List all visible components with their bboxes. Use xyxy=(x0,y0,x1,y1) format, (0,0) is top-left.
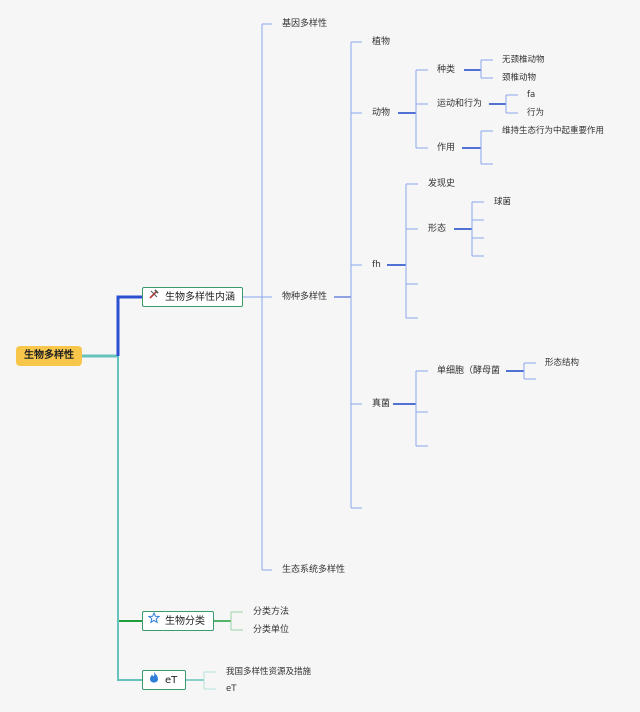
star-icon xyxy=(147,611,161,632)
node-fh[interactable]: fh xyxy=(372,260,381,270)
node-vertebrate[interactable]: 颈椎动物 xyxy=(502,73,537,83)
tools-icon xyxy=(147,288,161,308)
trunk-to-branch1 xyxy=(116,295,142,356)
node-et[interactable]: eT xyxy=(226,684,237,694)
branch-node-classification[interactable]: 生物分类 xyxy=(142,611,214,631)
branch-node-et[interactable]: eT xyxy=(142,670,186,690)
fungi-connectors xyxy=(393,362,536,447)
root-node[interactable]: 生物多样性 xyxy=(16,346,82,366)
node-coccus[interactable]: 球菌 xyxy=(494,197,512,207)
node-role[interactable]: 作用 xyxy=(437,143,456,153)
node-shape[interactable]: 形态 xyxy=(428,224,447,234)
node-history[interactable]: 发现史 xyxy=(428,179,456,189)
branch3-connectors xyxy=(186,671,216,690)
node-gene-diversity[interactable]: 基因多样性 xyxy=(282,19,328,29)
node-measures[interactable]: 我国多样性资源及措施 xyxy=(226,667,312,677)
node-kinds[interactable]: 种类 xyxy=(437,65,456,75)
node-behavior[interactable]: 行为 xyxy=(527,108,545,118)
animal-connectors xyxy=(398,59,518,165)
branch-node-connotation[interactable]: 生物多样性内涵 xyxy=(142,287,243,307)
node-animal[interactable]: 动物 xyxy=(372,108,391,118)
node-fa[interactable]: fa xyxy=(527,90,536,100)
node-structure[interactable]: 形态结构 xyxy=(545,358,580,368)
node-classification-unit[interactable]: 分类单位 xyxy=(253,625,290,635)
node-yeast[interactable]: 单细胞（酵母菌 xyxy=(437,366,501,376)
node-classification-method[interactable]: 分类方法 xyxy=(253,607,290,617)
branch-label: 生物多样性内涵 xyxy=(165,292,235,303)
node-species-diversity[interactable]: 物种多样性 xyxy=(282,292,328,302)
node-plant[interactable]: 植物 xyxy=(372,37,391,47)
branch1-connectors xyxy=(243,23,272,571)
node-ecosystem-diversity[interactable]: 生态系统多样性 xyxy=(282,565,346,575)
fire-icon xyxy=(147,671,161,691)
trunk-to-branch2 xyxy=(117,356,142,622)
fh-connectors xyxy=(387,183,484,319)
species-connectors xyxy=(334,41,362,509)
node-fungi[interactable]: 真菌 xyxy=(372,399,391,409)
node-motion-behavior[interactable]: 运动和行为 xyxy=(437,99,483,109)
trunk-to-branch3 xyxy=(117,356,142,681)
node-invertebrate[interactable]: 无颈椎动物 xyxy=(502,55,545,65)
branch-label: 生物分类 xyxy=(165,616,205,627)
branch2-connectors xyxy=(214,611,243,631)
node-role-detail[interactable]: 维持生态行为中起重要作用 xyxy=(502,126,605,136)
branch-label: eT xyxy=(165,675,178,686)
